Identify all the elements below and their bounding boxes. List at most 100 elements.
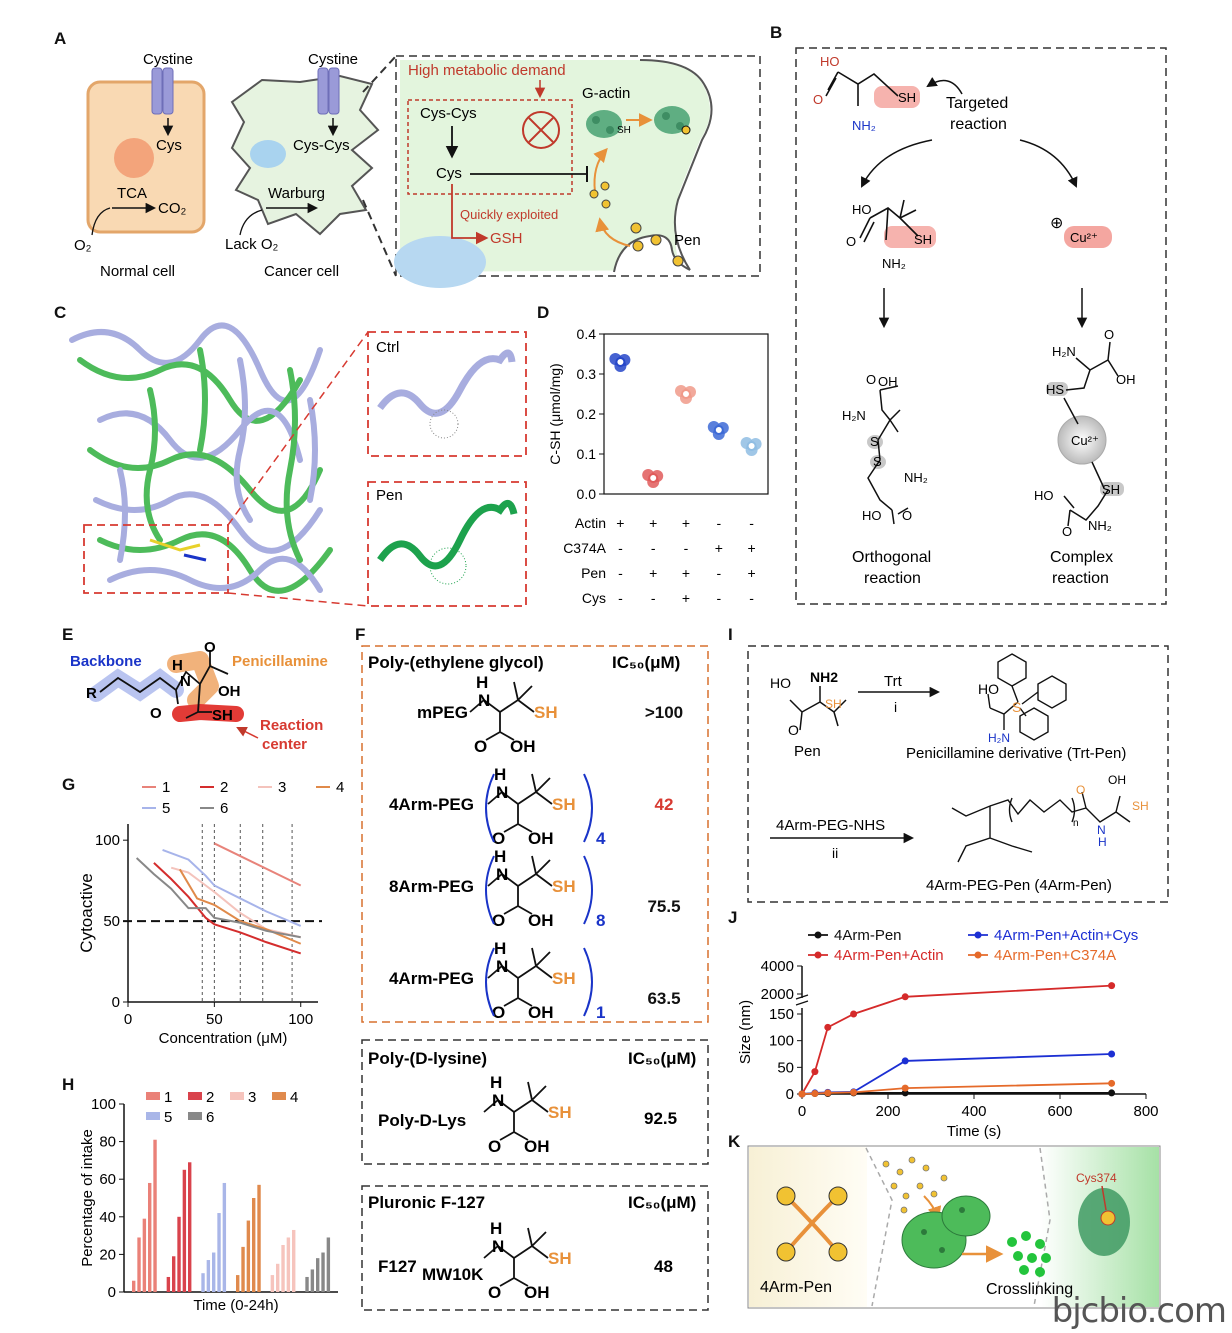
f-h: H — [494, 765, 506, 784]
f-n: N — [478, 691, 490, 710]
f-sh: SH — [552, 877, 576, 896]
h-bar — [281, 1245, 285, 1292]
svg-text:O: O — [1104, 327, 1114, 342]
h-y-tick-label: 40 — [99, 1209, 116, 1226]
pen-label-c: Pen — [376, 487, 403, 504]
cystine-transporter-left — [151, 67, 174, 115]
d-row-symbol: + — [649, 565, 657, 581]
f-o: O — [488, 1283, 501, 1302]
peg-box — [361, 645, 709, 1023]
b-nh2-mid: NH₂ — [882, 256, 906, 271]
high-metabolic-label: High metabolic demand — [408, 62, 566, 79]
pluronic-name: F127 — [378, 1257, 417, 1276]
h-bar — [326, 1237, 331, 1292]
d-row-symbol: - — [716, 565, 721, 581]
j-legend-marker — [814, 951, 822, 959]
b-ho-mid: HO — [852, 202, 872, 217]
h-legend-label: 5 — [164, 1109, 172, 1126]
d-row-symbol: + — [616, 515, 624, 531]
cystine-transporter-right — [317, 67, 340, 115]
b-cu-label: Cu²⁺ — [1070, 230, 1098, 245]
cystine-label-right: Cystine — [308, 51, 358, 68]
f-n: N — [492, 1237, 504, 1256]
h-bar — [286, 1237, 291, 1292]
f-o: O — [474, 737, 487, 756]
b-nh2-b2: NH₂ — [1088, 518, 1112, 533]
peg-ic50-header: IC₅₀(μM) — [612, 653, 680, 672]
f-n: N — [496, 957, 508, 976]
co2-label: CO₂ — [158, 200, 187, 217]
d-row-symbol: - — [651, 540, 656, 556]
j-legend-label: 4Arm-Pen — [834, 927, 902, 944]
d-row-label: Cys — [582, 590, 606, 606]
g-series-line — [153, 862, 302, 955]
h-bar — [188, 1162, 192, 1292]
d-row-symbol: - — [618, 540, 623, 556]
f-sh: SH — [548, 1249, 572, 1268]
panel-c: Ctrl Pen — [69, 322, 527, 607]
d-row-symbol: + — [682, 590, 690, 606]
h-bar — [132, 1280, 136, 1292]
d-row-symbol: - — [716, 590, 721, 606]
d-data-point-mean — [681, 389, 691, 399]
e-oh: OH — [218, 683, 241, 700]
f-bracket-right — [583, 855, 593, 925]
f-bracket-right — [583, 947, 593, 1017]
j-data-point — [850, 1010, 858, 1018]
metabolic-box — [407, 99, 573, 195]
d-y-tick-label: 0.3 — [577, 366, 597, 382]
d-row-symbol: + — [682, 515, 690, 531]
d-row-symbol: - — [618, 590, 623, 606]
d-y-tick-label: 0.2 — [577, 406, 597, 422]
cancer-cell-label: Cancer cell — [264, 263, 339, 280]
d-row-symbol: - — [684, 540, 689, 556]
g-y-tick-label: 50 — [103, 913, 120, 930]
actin-structure-image — [69, 322, 333, 594]
g-actin-protein-icon — [586, 106, 691, 138]
i-ho2: HO — [978, 681, 999, 697]
lysine-name: Poly-D-Lys — [378, 1111, 466, 1130]
j-legend-marker — [974, 951, 982, 959]
f-n: N — [496, 783, 508, 802]
h-legend-label: 3 — [248, 1089, 256, 1106]
d-row-symbol: + — [682, 565, 690, 581]
penicillamine-highlight — [167, 651, 219, 709]
j-data-point — [798, 1090, 806, 1098]
cancer-cell-shape — [230, 74, 380, 236]
small-4arm-molecules — [882, 1156, 948, 1214]
f-structure-bonds — [487, 947, 553, 1007]
f-sh: SH — [552, 795, 576, 814]
lysine-ic50-header: IC₅₀(μM) — [628, 1049, 696, 1068]
g-x-tick-label: 100 — [288, 1011, 313, 1028]
g-series-line — [170, 866, 301, 939]
ctrl-zoom-box — [367, 331, 527, 457]
reaction-label-1: Reaction — [260, 717, 323, 734]
f-bracket-sub: 8 — [596, 911, 605, 930]
i-o: O — [788, 722, 799, 738]
peg-title: Poly-(ethylene glycol) — [368, 653, 544, 672]
g-series-line — [135, 857, 301, 939]
g-legend-label: 1 — [162, 779, 170, 796]
f-h: H — [494, 847, 506, 866]
f-h: H — [490, 1073, 502, 1092]
f-polymer-name: 4Arm-PEG — [389, 795, 474, 814]
i-n-sub: n — [1073, 818, 1079, 829]
d-data-point-mean — [713, 425, 724, 435]
f-h: H — [476, 673, 488, 692]
h-bar — [310, 1269, 315, 1292]
j-data-point — [901, 993, 909, 1001]
g-legend-label: 5 — [162, 800, 170, 817]
b-cu2: Cu²⁺ — [1071, 433, 1099, 448]
h-y-tick-label: 100 — [91, 1096, 116, 1113]
panel-i-frame — [747, 645, 1169, 903]
highlight-box — [83, 524, 229, 594]
panel-letter-d: D — [537, 303, 549, 322]
f-o: O — [492, 1003, 505, 1022]
h-bar — [177, 1216, 181, 1292]
i-nh-h: H — [1098, 835, 1107, 849]
j-y-tick-label: 4000 — [761, 958, 794, 975]
cys-label: Cys — [156, 137, 182, 154]
g-y-tick-label: 100 — [95, 832, 120, 849]
